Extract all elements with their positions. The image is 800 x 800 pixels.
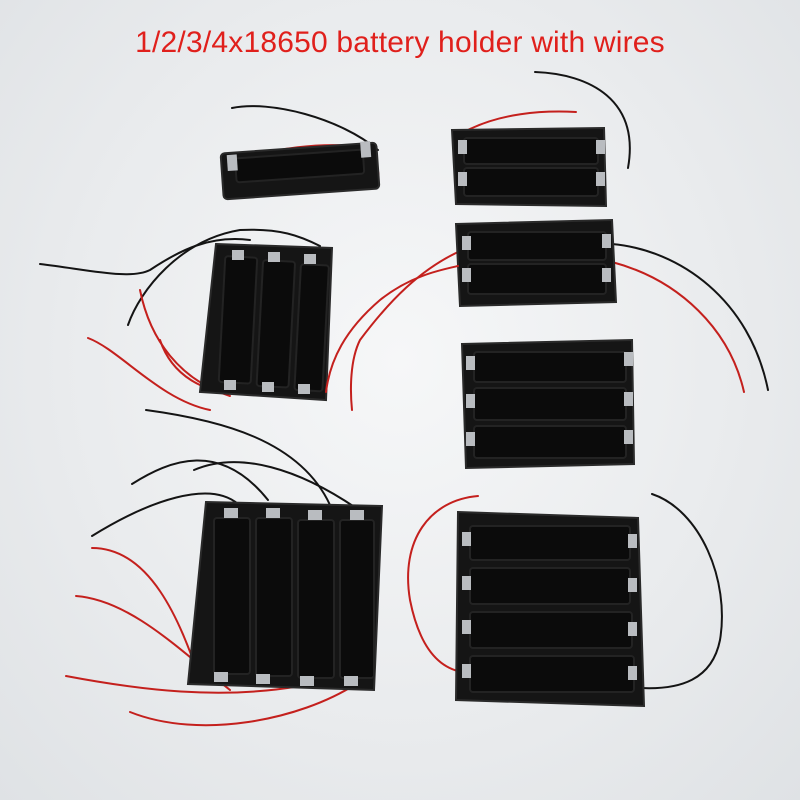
wire-red [467, 110, 577, 131]
contact-terminal [458, 172, 467, 186]
contact-terminal [298, 384, 310, 394]
contact-terminal [466, 394, 475, 408]
battery-slot [213, 517, 251, 675]
contact-terminal [256, 674, 270, 684]
contact-terminal [462, 620, 471, 634]
contact-terminal [466, 356, 475, 370]
contact-terminal [628, 534, 637, 548]
wire-black [193, 461, 357, 509]
battery-slot [469, 611, 633, 649]
contact-terminal [300, 676, 314, 686]
contact-terminal [596, 140, 605, 154]
battery-slot [293, 263, 330, 393]
holder-1-slot [219, 105, 381, 201]
contact-terminal [462, 532, 471, 546]
battery-slot [469, 567, 631, 605]
contact-terminal [462, 236, 471, 250]
holder-3-slot-vertical [39, 228, 459, 411]
contact-terminal [308, 510, 322, 520]
caption-title: 1/2/3/4x18650 battery holder with wires [135, 26, 665, 59]
contact-terminal [466, 432, 475, 446]
battery-slot [297, 519, 335, 679]
battery-slot [467, 231, 607, 261]
wire-red [349, 251, 459, 411]
contact-terminal [344, 676, 358, 686]
contact-terminal [624, 430, 633, 444]
wire-red [325, 265, 459, 393]
contact-terminal [624, 352, 633, 366]
battery-slot [469, 525, 631, 561]
holder-2-slot-upper [450, 71, 631, 208]
battery-slot [255, 259, 296, 389]
wire-red [87, 337, 211, 411]
wire-red [129, 683, 357, 727]
battery-slot [217, 255, 259, 385]
contact-terminal [602, 268, 611, 282]
contact-terminal [304, 254, 316, 264]
contact-terminal [232, 250, 244, 260]
wire-red [407, 495, 479, 673]
battery-slot [339, 519, 375, 679]
contact-terminal [350, 510, 364, 520]
wire-black [39, 238, 251, 276]
wire-black [127, 228, 321, 326]
contact-terminal [602, 234, 611, 248]
contact-terminal [224, 508, 238, 518]
wire-black [145, 409, 331, 506]
holder-4-slot-horizontal [407, 493, 723, 708]
contact-terminal [268, 252, 280, 262]
battery-slot [469, 655, 635, 693]
holder-4-slot-vertical [65, 409, 384, 727]
contact-terminal [262, 382, 274, 392]
contact-terminal [628, 578, 637, 592]
holder-3-slot-horizontal [460, 338, 636, 470]
wire-red [91, 547, 201, 681]
battery-slot [473, 351, 627, 383]
contact-terminal [226, 154, 238, 172]
wire-black [639, 493, 723, 690]
contact-terminal [596, 172, 605, 186]
holder-2-slot-lower [349, 218, 769, 411]
wire-black [91, 492, 239, 537]
battery-slot [473, 387, 627, 421]
battery-slot [255, 517, 293, 677]
contact-terminal [624, 392, 633, 406]
battery-slot [463, 167, 599, 197]
contact-terminal [462, 268, 471, 282]
contact-terminal [266, 508, 280, 518]
battery-slot [473, 425, 627, 459]
contact-terminal [224, 380, 236, 390]
contact-terminal [214, 672, 228, 682]
wire-red [611, 261, 745, 393]
battery-slot [463, 137, 599, 165]
wire-black [231, 105, 379, 151]
wire-black [534, 71, 631, 169]
contact-terminal [458, 140, 467, 154]
contact-terminal [628, 666, 637, 680]
wire-black [611, 243, 769, 391]
contact-terminal [462, 664, 471, 678]
contact-terminal [462, 576, 471, 590]
wire-black [131, 459, 269, 501]
contact-terminal [360, 141, 372, 158]
battery-slot [467, 263, 607, 295]
wire-red [65, 675, 301, 694]
contact-terminal [628, 622, 637, 636]
